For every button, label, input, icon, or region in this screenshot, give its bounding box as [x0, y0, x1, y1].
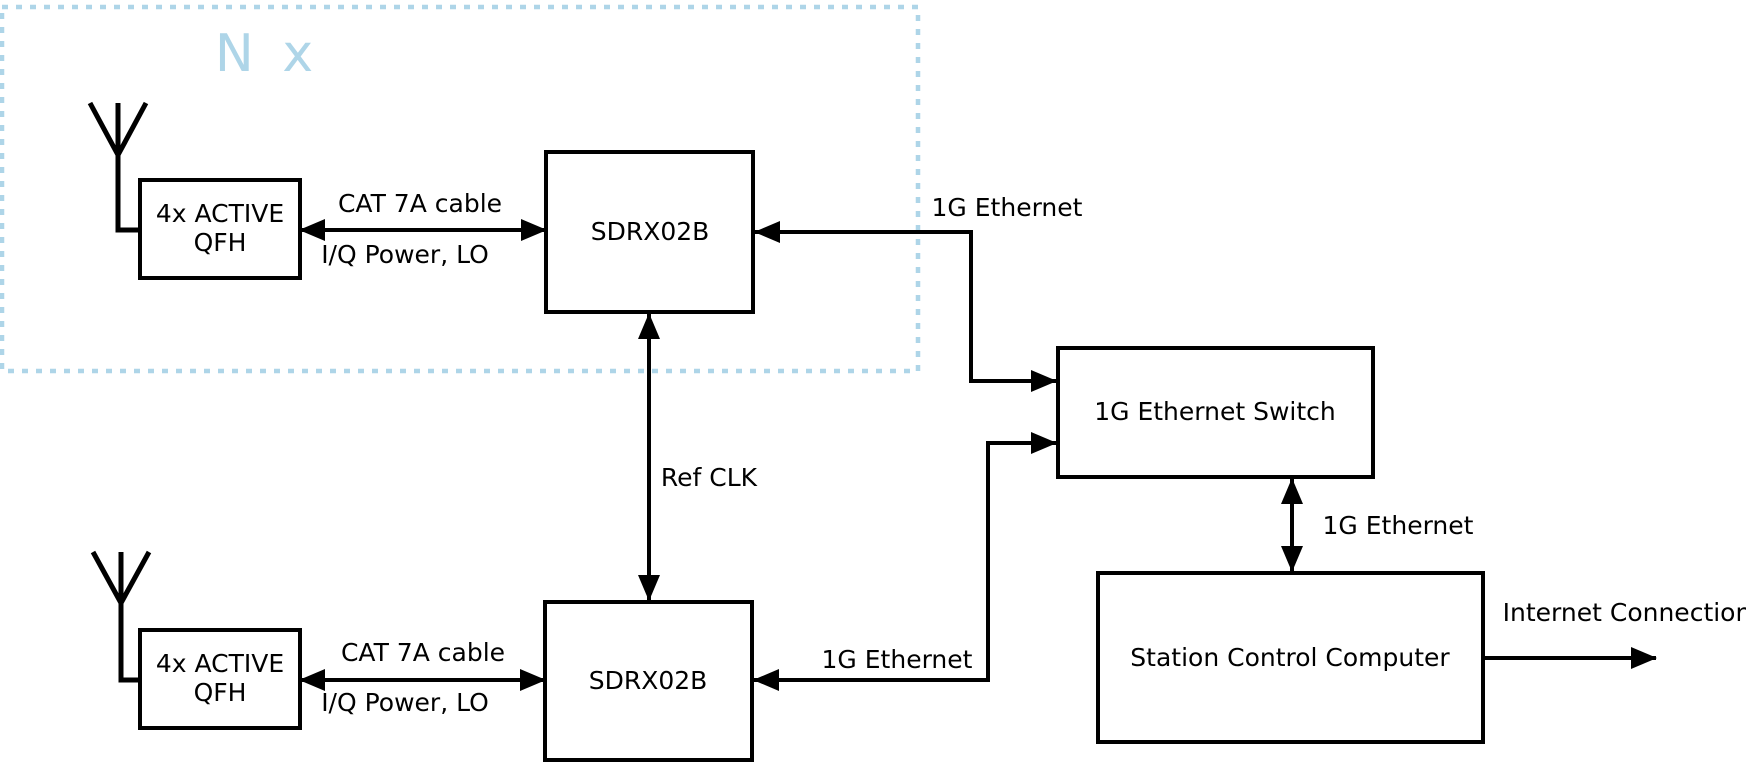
ethernet-switch-computer-label: 1G Ethernet — [1323, 511, 1474, 540]
qfh-box-label-line1: 4x ACTIVE — [156, 199, 284, 228]
ethernet-wire — [754, 221, 1057, 392]
cable-label-below: I/Q Power, LO — [321, 688, 489, 717]
qfh-box-label-line2: QFH — [194, 228, 247, 257]
ethernet-switch-box — [1056, 346, 1375, 479]
antenna-icon — [90, 550, 152, 683]
replication-group-label: N x — [215, 24, 319, 84]
sdrx-box — [544, 150, 755, 314]
ethernet-switch-label: 1G Ethernet Switch — [1094, 397, 1336, 426]
station-computer-label: Station Control Computer — [1130, 643, 1450, 672]
ethernet-wire-label: 1G Ethernet — [932, 193, 1083, 222]
replication-group-boundary — [0, 4, 921, 374]
station-computer-box — [1096, 571, 1485, 744]
sdrx-box — [543, 600, 754, 762]
ethernet-wire-label: 1G Ethernet — [822, 645, 973, 674]
qfh-box-label-line2: QFH — [194, 678, 247, 707]
sdrx-box-label: SDRX02B — [591, 217, 710, 246]
qfh-box — [138, 178, 302, 280]
qfh-box-label-line1: 4x ACTIVE — [156, 649, 284, 678]
cable-label-below: I/Q Power, LO — [321, 240, 489, 269]
qfh-box — [138, 628, 302, 730]
ethernet-wire — [753, 432, 1057, 691]
cable-label-above: CAT 7A cable — [341, 638, 505, 667]
sdrx-box-label: SDRX02B — [589, 666, 708, 695]
ref-clk-label: Ref CLK — [661, 463, 758, 492]
antenna-icon — [87, 101, 149, 233]
cable-label-above: CAT 7A cable — [338, 189, 502, 218]
internet-connection-label: Internet Connection — [1503, 598, 1746, 627]
